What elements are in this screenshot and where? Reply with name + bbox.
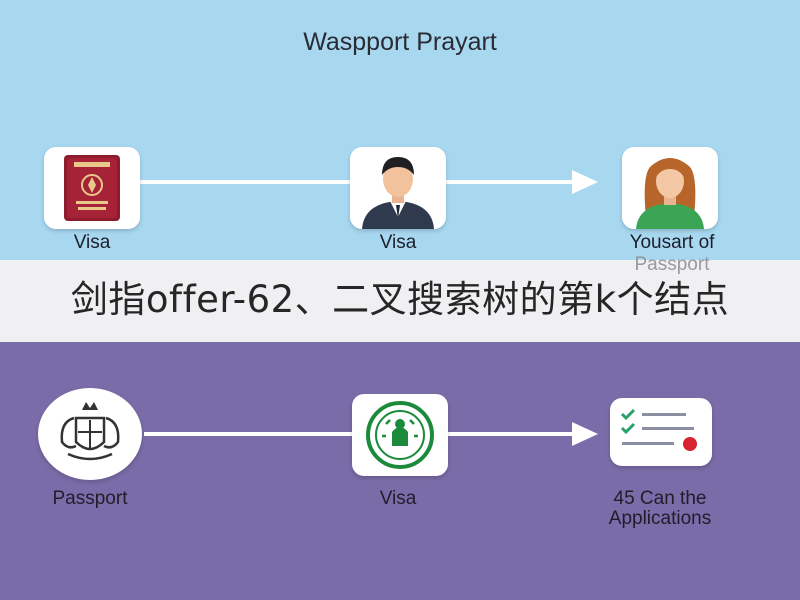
application-checklist-icon [620, 408, 697, 451]
title-banner: 剑指offer-62、二叉搜索树的第k个结点 [0, 260, 800, 342]
top-node-3-label: Yousart of [629, 232, 715, 253]
passport-icon [64, 155, 120, 221]
bottom-node-3-label: 45 Can the [613, 488, 707, 509]
bottom-node-3-label-line2: Applications [608, 508, 712, 529]
visa-seal-icon [366, 401, 434, 469]
banner-title: 剑指offer-62、二叉搜索树的第k个结点 [70, 278, 730, 321]
top-node-1-label: Visa [73, 232, 111, 253]
coat-of-arms-node [38, 388, 142, 480]
top-diagram-panel: Waspport Prayart [0, 0, 800, 260]
bottom-node-2-label: Visa [379, 488, 417, 509]
application-node [610, 398, 712, 466]
woman-avatar-icon [636, 158, 704, 229]
traveler-node [350, 147, 446, 229]
top-node-2-label: Visa [379, 232, 417, 253]
top-node-3-label-line2: Passport [634, 254, 710, 275]
bottom-node-1-label: Passport [52, 488, 128, 509]
diagram-title: Waspport Prayart [303, 28, 497, 56]
bottom-arrowhead [572, 422, 598, 446]
top-arrowhead [572, 170, 598, 194]
bottom-diagram-panel: Passport Visa 45 Can the Applications [0, 342, 800, 600]
visa-seal-node [352, 394, 448, 476]
coat-of-arms-icon [60, 402, 120, 461]
passport-node [44, 147, 140, 229]
applicant-node [622, 147, 718, 229]
man-avatar-icon [362, 157, 434, 229]
